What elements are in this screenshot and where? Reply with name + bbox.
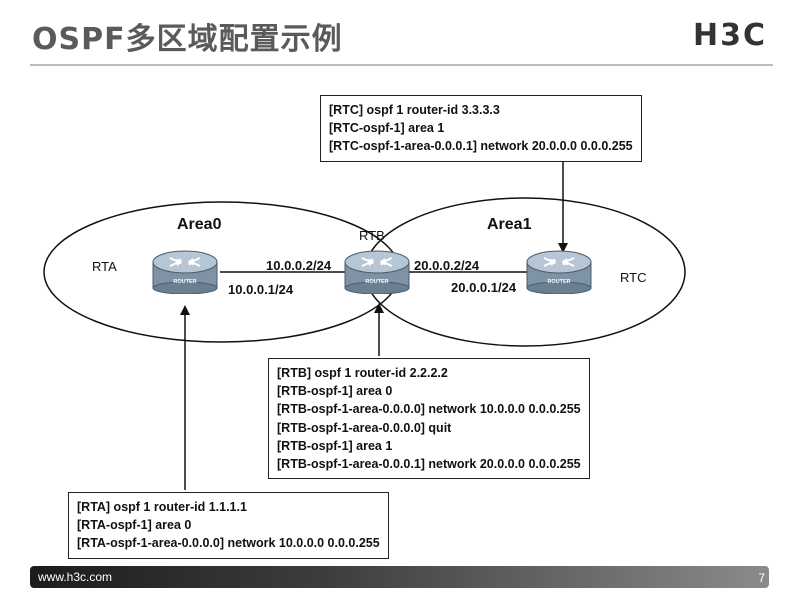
rta-config-box: [RTA] ospf 1 router-id 1.1.1.1 [RTA-ospf… [68, 492, 389, 559]
config-line: [RTB-ospf-1-area-0.0.0.1] network 20.0.0… [277, 457, 581, 472]
page-number: 7 [758, 571, 765, 585]
footer-bar [30, 566, 769, 588]
config-line: [RTC-ospf-1] area 1 [329, 121, 445, 136]
config-line: [RTB-ospf-1] area 1 [277, 438, 393, 453]
rta-interface: 10.0.0.1/24 [228, 282, 294, 297]
rtc-config-box: [RTC] ospf 1 router-id 3.3.3.3 [RTC-ospf… [320, 95, 642, 162]
router-icon-label: ROUTER [173, 279, 196, 285]
config-line: [RTA] ospf 1 router-id 1.1.1.1 [77, 500, 247, 514]
rtb-area0-interface: 10.0.0.2/24 [266, 258, 332, 273]
router-icon-label: ROUTER [365, 279, 388, 285]
rtc-label: RTC [620, 270, 647, 285]
rtb-label: RTB [359, 228, 385, 243]
h3c-logo: H3C [693, 18, 767, 53]
rtb-area1-interface: 20.0.0.2/24 [414, 258, 480, 273]
router-rtb: ROUTER [344, 250, 410, 295]
rtc-interface: 20.0.0.1/24 [451, 280, 517, 295]
config-line: [RTA-ospf-1] area 0 [77, 518, 192, 533]
footer-url: www.h3c.com [38, 570, 113, 584]
router-icon: ROUTER [152, 250, 218, 295]
router-icon-label: ROUTER [547, 279, 570, 285]
config-line: [RTC-ospf-1-area-0.0.0.1] network 20.0.0… [329, 139, 633, 154]
config-line: [RTC] ospf 1 router-id 3.3.3.3 [329, 103, 500, 117]
router-rtc: ROUTER [526, 250, 592, 295]
page-title: OSPF多区域配置示例 [32, 22, 343, 57]
config-line: [RTB-ospf-1-area-0.0.0.0] network 10.0.0… [277, 402, 581, 417]
config-line: [RTB-ospf-1-area-0.0.0.0] quit [277, 420, 452, 435]
config-line: [RTA-ospf-1-area-0.0.0.0] network 10.0.0… [77, 536, 380, 551]
area0-label: Area0 [177, 216, 222, 233]
title-divider [30, 64, 773, 66]
rta-label: RTA [92, 259, 117, 274]
area1-label: Area1 [487, 216, 532, 233]
router-rta: ROUTER [152, 250, 218, 295]
router-icon: ROUTER [526, 250, 592, 295]
router-icon: ROUTER [344, 250, 410, 295]
config-line: [RTB-ospf-1] area 0 [277, 384, 393, 399]
config-line: [RTB] ospf 1 router-id 2.2.2.2 [277, 366, 448, 380]
rtb-config-box: [RTB] ospf 1 router-id 2.2.2.2 [RTB-ospf… [268, 358, 590, 480]
